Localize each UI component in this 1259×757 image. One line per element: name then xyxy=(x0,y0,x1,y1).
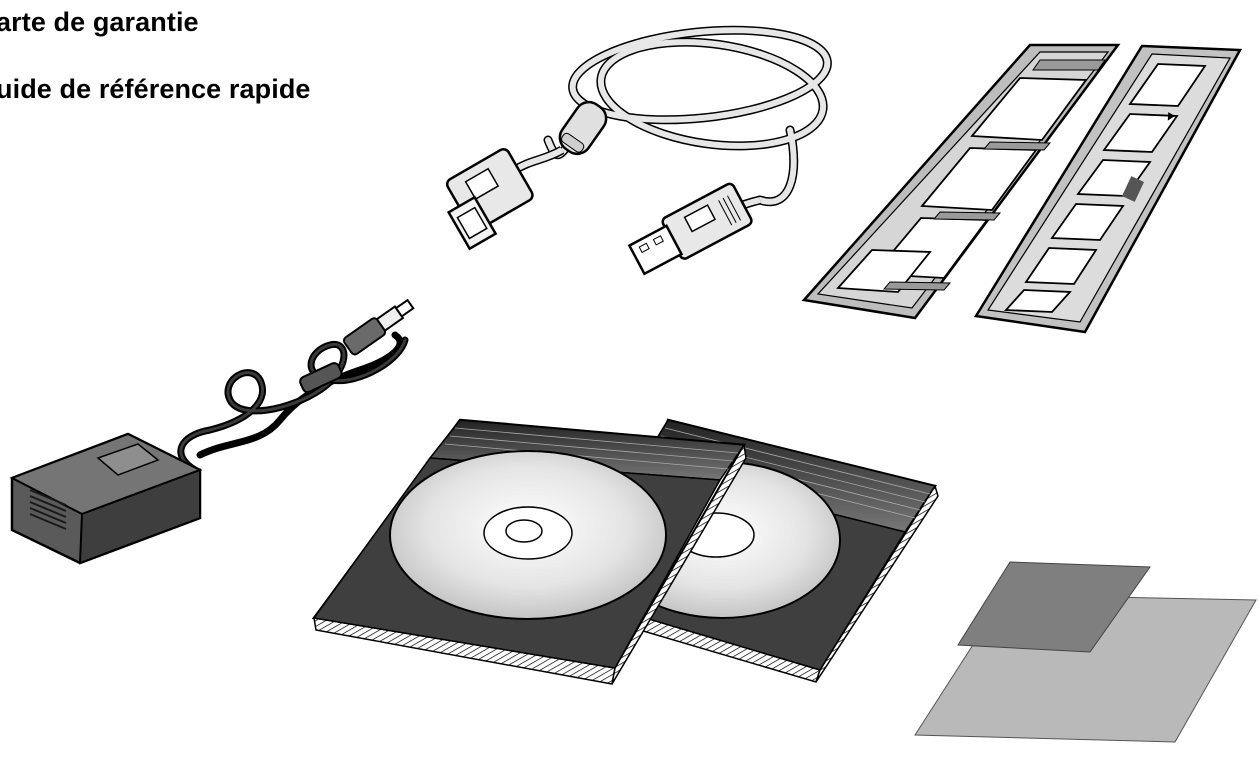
quick-reference-guide-label: uide de référence rapide xyxy=(0,74,311,104)
usb-cable-icon xyxy=(445,25,832,276)
warranty-card-label: arte de garantie xyxy=(0,7,199,37)
film-holder-icon xyxy=(801,43,1121,320)
cd-rom-sleeve-icon xyxy=(311,418,747,685)
ac-adapter-icon xyxy=(9,298,415,565)
slide-holder-icon: ◀ xyxy=(973,44,1243,334)
warranty-card-icon xyxy=(957,561,1151,653)
